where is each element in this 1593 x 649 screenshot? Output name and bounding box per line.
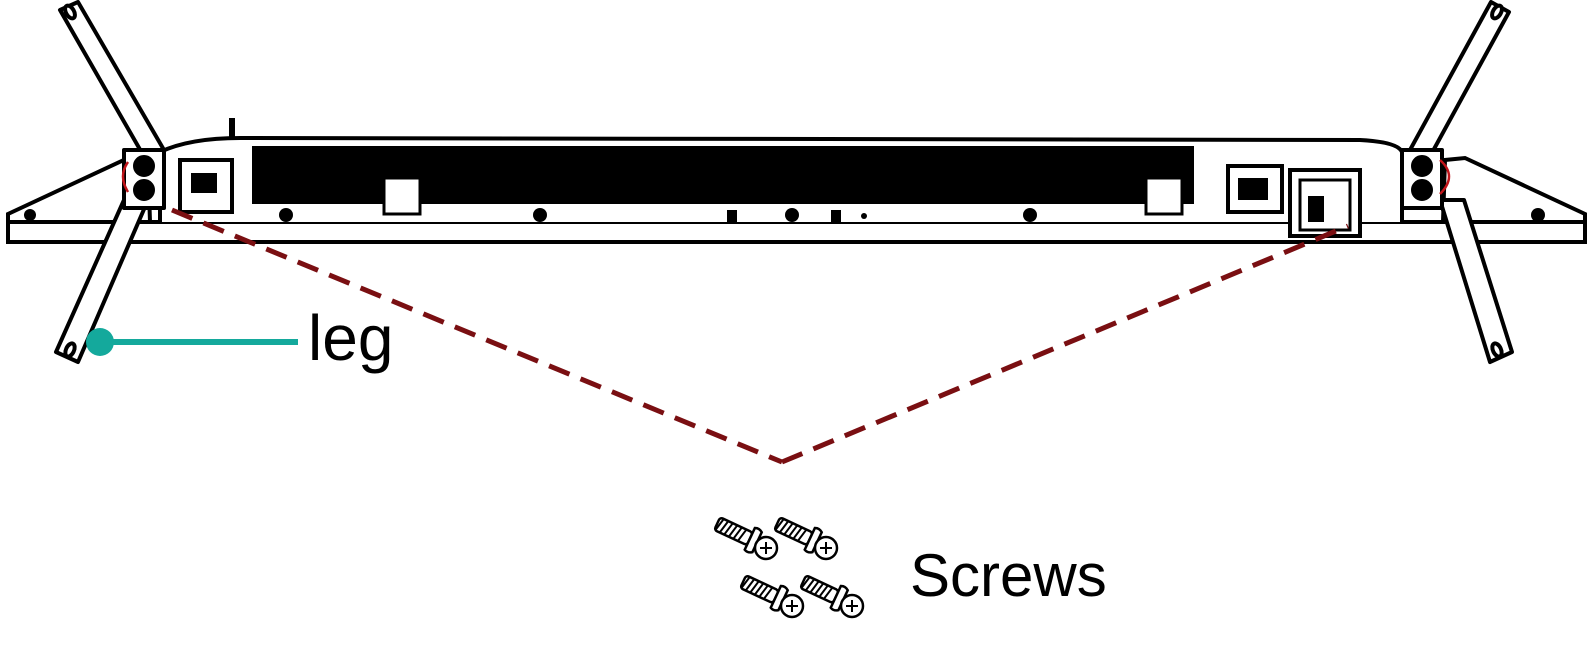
tv-right-wedge xyxy=(1441,155,1587,223)
screw-icon xyxy=(796,568,865,619)
screws-label: Screws xyxy=(910,542,1107,609)
body-dots xyxy=(24,208,1545,222)
right-leg xyxy=(1400,0,1514,364)
screw-icon xyxy=(770,510,839,561)
screws-group xyxy=(710,510,865,619)
guide-lines xyxy=(171,207,1349,465)
screw-hole-highlights xyxy=(121,159,1451,195)
leg-pointer xyxy=(86,328,298,356)
vent-windows xyxy=(382,176,1184,216)
left-leg xyxy=(54,0,166,364)
screw-icon xyxy=(710,510,779,561)
leg-label: leg xyxy=(308,302,394,374)
screw-icon xyxy=(736,568,805,619)
